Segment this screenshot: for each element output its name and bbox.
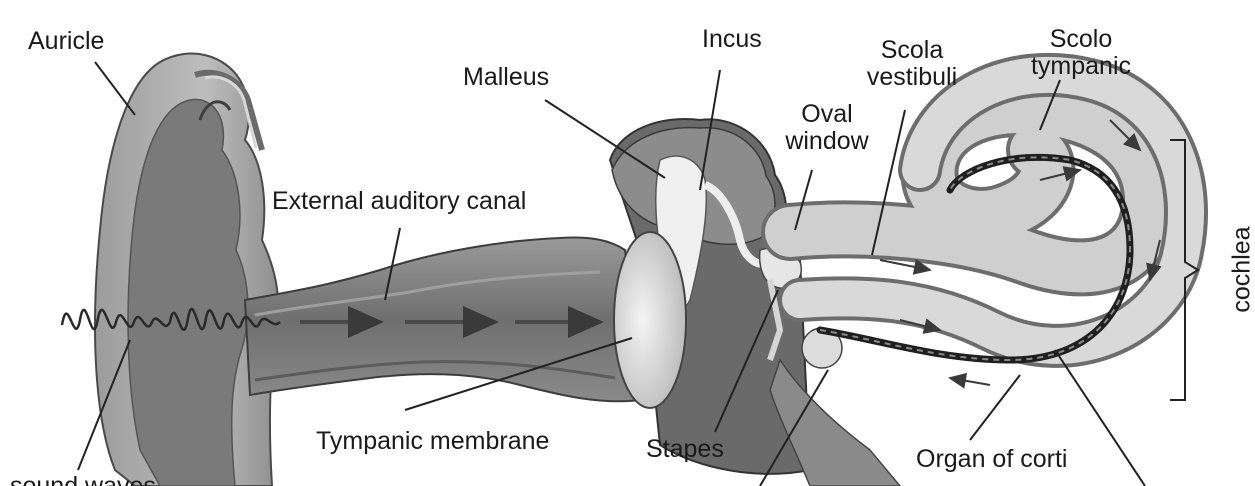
- label-scola-vestibuli: Scola vestibuli: [858, 37, 966, 91]
- label-scola-vestibuli-line2: vestibuli: [858, 64, 966, 91]
- label-cochlea: cochlea: [1229, 224, 1255, 316]
- label-stapes: Stapes: [646, 436, 724, 463]
- label-oval-window-line2: window: [782, 128, 872, 155]
- label-auricle: Auricle: [28, 28, 104, 55]
- label-scolo-tympanic-line2: tympanic: [1022, 53, 1140, 80]
- label-oval-window-line1: Oval: [782, 101, 872, 128]
- label-oval-window: Oval window: [782, 101, 872, 155]
- tympanic-membrane-shape: [614, 232, 686, 408]
- label-external-auditory-canal: External auditory canal: [272, 188, 526, 215]
- ear-canal-shape: [245, 238, 640, 402]
- label-organ-of-corti: Organ of corti: [916, 446, 1067, 473]
- label-scolo-tympanic-line1: Scolo: [1022, 26, 1140, 53]
- label-sound-waves: sound waves: [10, 473, 156, 486]
- label-scola-vestibuli-line1: Scola: [858, 37, 966, 64]
- label-tympanic-membrane: Tympanic membrane: [316, 428, 549, 455]
- label-malleus: Malleus: [463, 64, 549, 91]
- label-scolo-tympanic: Scolo tympanic: [1022, 26, 1140, 80]
- auricle-shape: [95, 54, 278, 486]
- label-incus: Incus: [702, 26, 762, 53]
